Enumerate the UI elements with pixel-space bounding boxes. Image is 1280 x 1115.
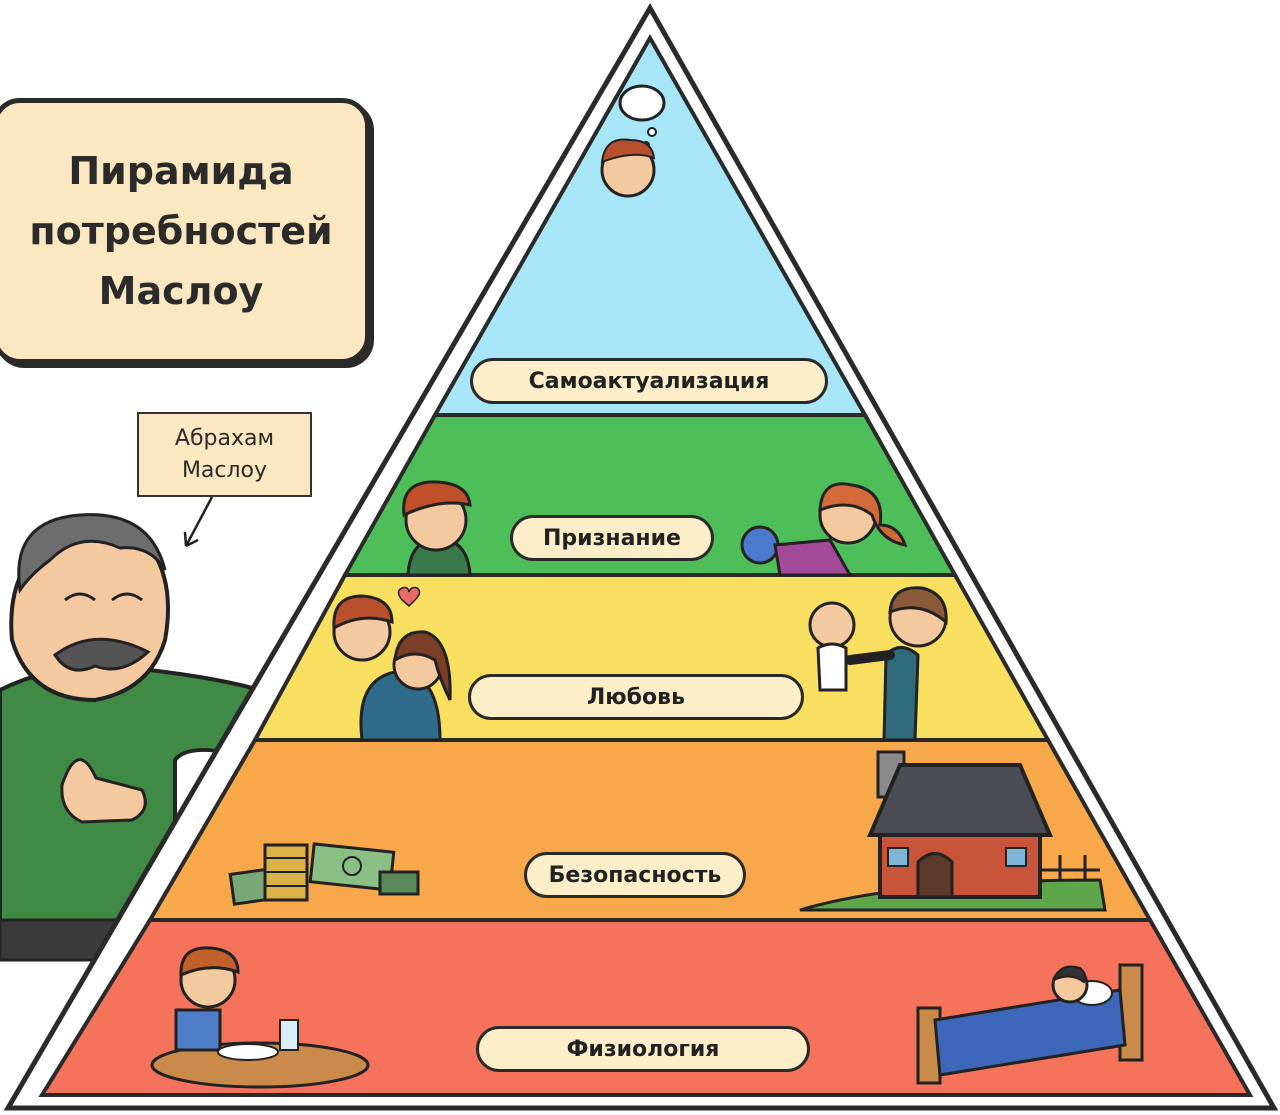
hugging-couple-icon [332,586,452,742]
boy-icon [402,480,472,577]
money-stack-icon [228,842,420,906]
author-label-box: Абрахам Маслоу [137,412,312,497]
author-label: Абрахам Маслоу [174,425,275,483]
father-with-baby-icon [808,586,948,742]
label-physiology: Физиология [476,1026,810,1072]
boy-eating-icon [150,946,370,1089]
maslow-character-icon [0,513,262,962]
label-esteem: Признание [510,515,714,561]
label-self-actualization: Самоактуализация [470,358,828,404]
page-title: Пирамида потребностей Маслоу [29,149,333,313]
arrow-icon [183,496,214,548]
label-love: Любовь [468,674,804,720]
label-safety: Безопасность [524,852,746,898]
sleeping-child-icon [916,963,1144,1085]
girl-with-ribbon-icon [740,482,908,577]
thinking-boy-icon [600,84,666,198]
title-box: Пирамида потребностей Маслоу [0,98,370,364]
house-icon [799,750,1107,912]
